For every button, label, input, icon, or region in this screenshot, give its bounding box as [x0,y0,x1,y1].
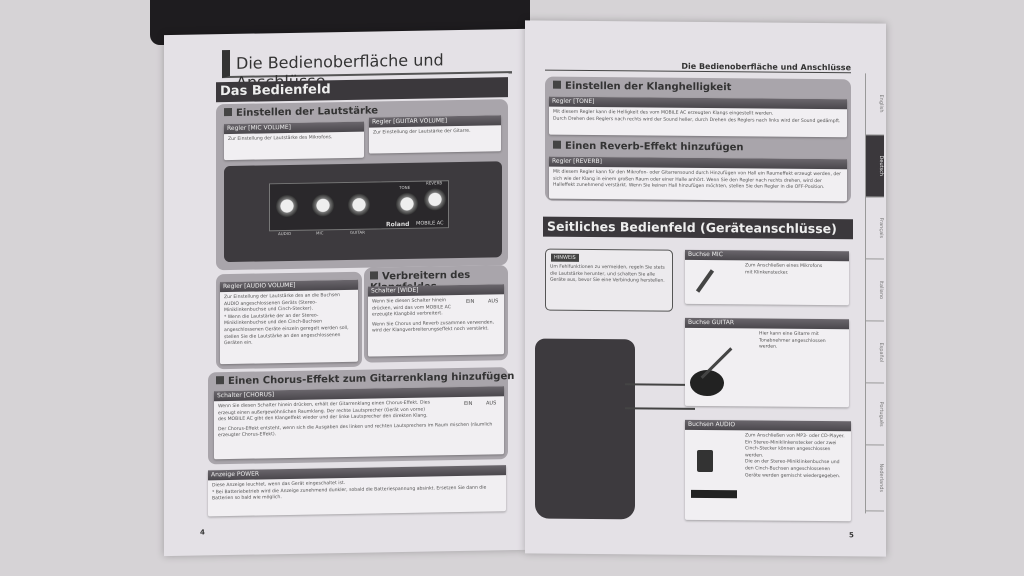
tone-heading: Einstellen der Klanghelligkeit [553,81,731,93]
tab-francais[interactable]: Français [866,197,884,260]
tab-nederlands[interactable]: Nederlands [866,445,884,512]
tab-english[interactable]: English [866,73,884,136]
box-text: Hier kann eine Gitarre mit Tonabnehmer a… [759,331,826,350]
knob-label: GUITAR [350,229,365,235]
page-number: 5 [849,531,854,540]
guitar-volume-box: Regler [GUITAR VOLUME]Zur Einstellung de… [369,115,501,154]
box-text: Zur Einstellung der Lautstärke des Mikro… [228,135,333,143]
box-text: Wenn Sie diesen Schalter hinein drücken,… [372,298,451,318]
page-title: Die Bedienoberfläche und Anschlüsse [222,45,512,92]
hint-text: Um Fehlfunktionen zu vermeiden, regeln S… [550,264,665,284]
mp3-player-illustration [697,449,713,473]
tone-box: Regler [TONE]Mit diesem Regler kann die … [549,96,847,138]
hint-box: HINWEIS Um Fehlfunktionen zu vermeiden, … [545,248,673,312]
hint-label: HINWEIS [551,253,579,262]
off-label: AUS [488,298,499,305]
tone-label: TONE [399,184,411,191]
box-text: Wenn Sie Chorus und Reverb zusammen verw… [372,320,494,334]
tab-portugues[interactable]: Português [866,383,884,446]
reverb-heading: Einen Reverb-Effekt hinzufügen [553,141,744,154]
box-text: Mit diesem Regler kann für den Mikrofon-… [553,169,842,191]
amp-side-panel [535,338,635,520]
model-label: MOBILE AC [416,220,444,227]
tab-italiano[interactable]: Italiano [866,259,884,322]
page-number: 4 [200,528,205,537]
box-text: Zur Einstellung der Lautstärke des an di… [224,293,349,347]
cd-player-illustration [691,489,737,499]
section-heading: Seitliches Bedienfeld (Geräteanschlüsse) [543,216,853,240]
brand-logo: Roland [386,220,410,229]
on-label: EIN [466,298,475,305]
section-heading: Das Bedienfeld [216,77,508,103]
box-text: Diese Anzeige leuchtet, wenn das Gerät e… [212,480,487,502]
tab-espanol[interactable]: Español [866,321,884,384]
amp-front-panel: AUDIO MIC GUITAR TONE REVERB Roland MOBI… [224,161,502,263]
mic-volume-box: Regler [MIC VOLUME]Zur Einstellung der L… [224,121,364,161]
on-label: EIN [464,400,473,407]
language-tabs: English Deutsch Français Italiano Españo… [865,73,884,514]
wide-box: Schalter [WIDE] Wenn Sie diesen Schalter… [368,284,504,357]
off-label: AUS [486,400,497,407]
chorus-box: Schalter [CHORUS] Wenn Sie diesen Schalt… [214,386,504,460]
knob-label: MIC [316,230,324,236]
running-head: Die Bedienoberfläche und Anschlüsse [545,60,851,74]
reverb-box: Regler [REVERB]Mit diesem Regler kann fü… [549,156,847,202]
reverb-label: REVERB [426,180,443,186]
right-page: Die Bedienoberfläche und Anschlüsse Eins… [525,20,886,557]
left-page: Die Bedienoberfläche und Anschlüsse Das … [164,28,525,557]
audio-volume-box: Regler [AUDIO VOLUME]Zur Einstellung der… [220,279,358,365]
box-text: Mit diesem Regler kann die Helligkeit de… [553,109,841,124]
tab-deutsch[interactable]: Deutsch [866,135,884,198]
knob-label: AUDIO [278,230,292,237]
box-text: Zur Einstellung der Lautstärke der Gitar… [373,128,471,136]
